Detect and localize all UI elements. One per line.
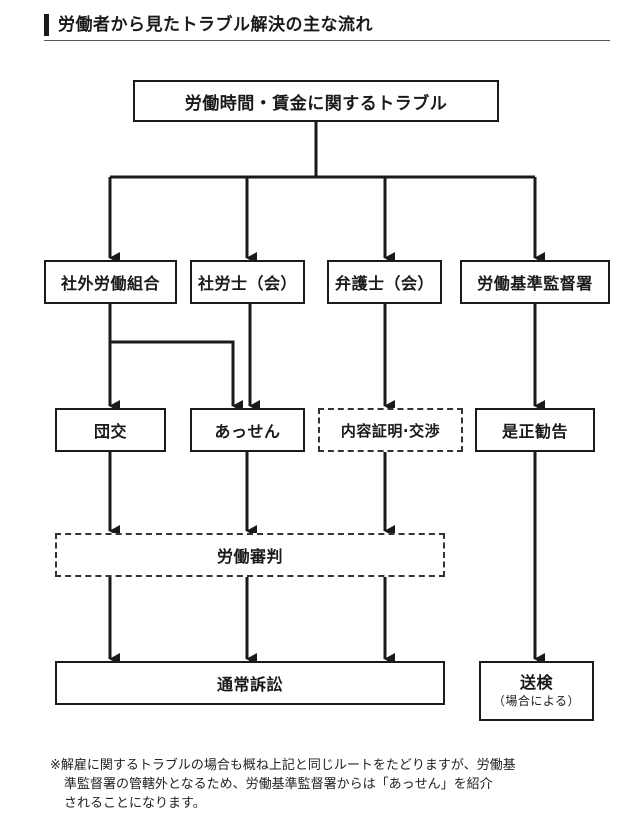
node-labor-inspection-office: 労働基準監督署 xyxy=(460,260,610,304)
node-lawyer: 弁護士（会） xyxy=(327,260,442,304)
node-prosecution-referral: 送検 （場合による） xyxy=(479,661,594,721)
souken-note: （場合による） xyxy=(492,694,581,708)
node-correction-recommendation: 是正勧告 xyxy=(475,408,595,452)
node-external-union: 社外労働組合 xyxy=(44,260,177,304)
title-text: 労働者から見たトラブル解決の主な流れ xyxy=(58,15,373,35)
title-accent-bar xyxy=(44,14,49,36)
node-labor-trouble: 労働時間・賃金に関するトラブル xyxy=(133,80,499,122)
node-ordinary-litigation: 通常訴訟 xyxy=(55,661,445,705)
page-title: 労働者から見たトラブル解決の主な流れ xyxy=(44,10,610,41)
node-sharoushi: 社労士（会） xyxy=(190,260,305,304)
arrow-union-to-assen xyxy=(110,340,243,412)
footnote-line-3: されることになります。 xyxy=(64,796,206,811)
footnote-line-2: 準監督署の管轄外となるため、労働基準監督署からは「あっせん」を紹介 xyxy=(64,777,493,792)
souken-label: 送検 xyxy=(519,673,553,692)
footnote-line-1: ※解雇に関するトラブルの場合も概ね上記と同じルートをたどりますが、労働基 xyxy=(50,758,516,773)
node-certified-letter-negotiation: 内容証明·交渉 xyxy=(318,408,463,452)
footnote: ※解雇に関するトラブルの場合も概ね上記と同じルートをたどりますが、労働基 準監督… xyxy=(50,756,620,813)
node-labor-tribunal: 労働審判 xyxy=(55,533,445,577)
node-mediation: あっせん xyxy=(190,408,305,452)
node-collective-bargaining: 団交 xyxy=(55,408,166,452)
